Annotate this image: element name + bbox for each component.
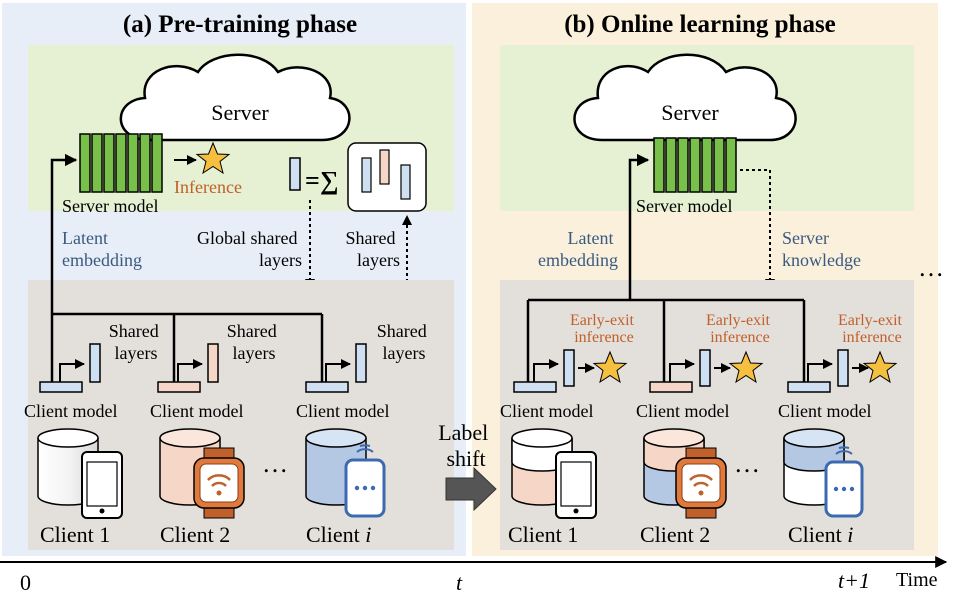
pretraining-inference-label: Inference [174, 177, 242, 197]
online-latent-label: Latent embedding [538, 228, 618, 270]
pretraining-shared-layers-up-label: Shared layers [346, 228, 400, 270]
client-shared-layer [355, 343, 367, 383]
iot-device-icon [824, 446, 864, 518]
client-name: Client 1 [40, 522, 110, 547]
online-title: (b) Online learning phase [564, 11, 836, 38]
server-knowledge-label: Server knowledge [782, 228, 861, 270]
early-exit-star-icon [862, 350, 898, 384]
timeline-start: 0 [20, 570, 31, 595]
clients-ellipsis: … [734, 449, 760, 478]
pretraining-client-i: Shared layers Client model Client i [296, 321, 431, 547]
global-shared-layers-label: Global shared layers [197, 228, 302, 270]
smartwatch-icon [675, 447, 727, 519]
online-server-cloud [573, 53, 797, 142]
online-server-label: Server [661, 100, 719, 125]
client-shared-layer [207, 343, 219, 383]
client-model-base [649, 381, 693, 393]
pretraining-panel: (a) Pre-training phase Server Inference … [2, 3, 466, 556]
online-trailing-ellipsis: … [918, 253, 944, 282]
client-name: Client 2 [640, 522, 710, 547]
client-name: Client i [306, 522, 371, 547]
client-shared-layer [89, 343, 101, 383]
early-exit-star-icon [728, 350, 764, 384]
online-server-model-label: Server model [636, 196, 732, 216]
smartphone-icon [81, 451, 123, 519]
iot-device-icon [344, 444, 386, 518]
client-shared-layers-label: Shared layers [109, 321, 163, 363]
client-model-label: Client model [24, 401, 118, 421]
pretraining-latent-arrow [50, 153, 78, 382]
client-model-base [513, 381, 557, 393]
client-name: Client 1 [508, 522, 578, 547]
client-shared-layers-label: Shared layers [377, 321, 431, 363]
online-panel: (b) Online learning phase Server Server … [472, 3, 944, 556]
aggregate-layer-2 [379, 149, 390, 185]
label-shift-label: Label shift [438, 420, 494, 471]
early-exit-label: Early-exit inference [706, 312, 774, 346]
timeline-t: t [456, 570, 463, 595]
timeline-t-plus-1: t+1 [838, 568, 870, 593]
pretraining-title: (a) Pre-training phase [123, 11, 357, 38]
smartwatch-icon [193, 447, 245, 519]
client-model-label: Client model [778, 401, 872, 421]
pretraining-latent-label: Latent embedding [62, 228, 142, 270]
client-model-label: Client model [296, 401, 390, 421]
online-latent-arrow [628, 153, 650, 300]
aggregate-layer-block [289, 157, 301, 191]
client-name: Client i [788, 522, 853, 547]
pretraining-client-1: Shared layers Client model Client 1 [24, 321, 163, 547]
timeline-time-label: Time [896, 569, 938, 591]
pretraining-server-label: Server [211, 100, 269, 125]
pretraining-inference-star-icon [195, 141, 231, 175]
client-model-base [39, 381, 83, 393]
online-server-model-blocks [653, 137, 737, 193]
client-model-label: Client model [636, 401, 730, 421]
client-model-base [157, 381, 201, 393]
online-client-i: Early-exit inference Client model Client… [778, 312, 906, 547]
early-exit-star-icon [592, 350, 628, 384]
aggregate-layer-3 [400, 164, 411, 200]
client-shared-layer [699, 349, 711, 387]
client-model-base [787, 381, 831, 393]
online-client-2: Early-exit inference Client model Client… [636, 312, 774, 547]
label-shift: Label shift [438, 420, 497, 512]
server-knowledge-arrow [740, 169, 775, 289]
client-name: Client 2 [160, 522, 230, 547]
online-client-1: Early-exit inference Client model Client… [500, 312, 638, 547]
early-exit-label: Early-exit inference [570, 312, 638, 346]
client-shared-layer [563, 349, 575, 387]
pretraining-server-model-label: Server model [62, 196, 158, 216]
client-model-base [305, 381, 349, 393]
client-shared-layers-label: Shared layers [227, 321, 281, 363]
label-shift-arrow-icon [445, 466, 497, 512]
early-exit-label: Early-exit inference [838, 312, 906, 346]
client-model-label: Client model [500, 401, 594, 421]
pretraining-server-cloud [119, 53, 351, 142]
clients-ellipsis: … [262, 449, 288, 478]
pretraining-client-2: Shared layers Client model Client 2 [150, 321, 281, 547]
client-model-label: Client model [150, 401, 244, 421]
aggregate-equals-sigma: =∑ [305, 166, 338, 195]
timeline: 0 t t+1 Time [0, 556, 948, 595]
client-shared-layer [837, 349, 849, 387]
smartphone-icon [555, 451, 597, 519]
pretraining-server-model-blocks [79, 133, 163, 193]
aggregate-layer-1 [361, 157, 372, 193]
